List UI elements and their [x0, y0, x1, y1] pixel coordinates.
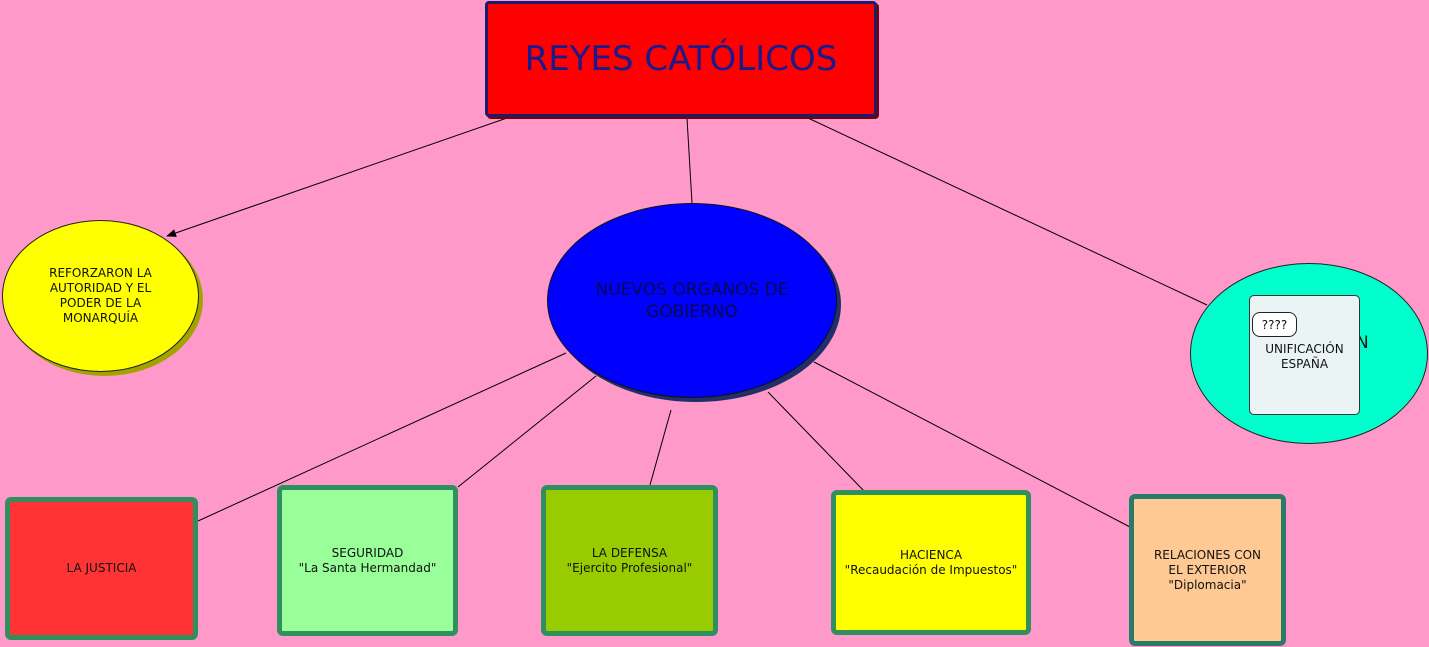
link-organs-relations [813, 361, 1131, 528]
unification-card[interactable]: UNIFICACIÓN ESPAÑA [1249, 295, 1360, 415]
link-title-organs [686, 117, 693, 204]
question-badge[interactable]: ???? [1252, 312, 1297, 337]
security-text: SEGURIDAD "La Santa Hermandad" [298, 545, 437, 575]
link-organs-justice [197, 352, 567, 522]
monarchy-node[interactable]: REFORZARON LA AUTORIDAD Y EL PODER DE LA… [2, 220, 199, 372]
justice-text: LA JUSTICIA [66, 561, 137, 575]
monarchy-text: REFORZARON LA AUTORIDAD Y EL PODER DE LA… [49, 266, 152, 325]
treasury-node[interactable]: HACIENCA "Recaudación de Impuestos" [831, 490, 1031, 635]
link-organs-treasury [767, 391, 865, 492]
foreign-relations-node[interactable]: RELACIONES CON EL EXTERIOR "Diplomacia" [1129, 494, 1286, 646]
link-title-monarchy [166, 117, 508, 237]
government-organs-text: NUEVOS ORGANOS DE GOBIERNO [595, 279, 789, 322]
justice-node[interactable]: LA JUSTICIA [5, 497, 198, 640]
unification-card-text: UNIFICACIÓN ESPAÑA [1265, 342, 1344, 371]
treasury-text: HACIENCA "Recaudación de Impuestos" [844, 547, 1018, 577]
government-organs-node[interactable]: NUEVOS ORGANOS DE GOBIERNO [547, 203, 837, 398]
foreign-relations-text: RELACIONES CON EL EXTERIOR "Diplomacia" [1153, 547, 1262, 592]
title-node[interactable]: REYES CATÓLICOS [485, 1, 877, 117]
defense-text: LA DEFENSA "Ejercito Profesional" [566, 545, 693, 575]
link-title-unification [807, 117, 1208, 306]
security-node[interactable]: SEGURIDAD "La Santa Hermandad" [277, 485, 458, 636]
defense-node[interactable]: LA DEFENSA "Ejercito Profesional" [541, 485, 718, 636]
link-organs-security [457, 375, 597, 488]
link-organs-defense [649, 409, 672, 486]
title-text: REYES CATÓLICOS [524, 39, 838, 79]
